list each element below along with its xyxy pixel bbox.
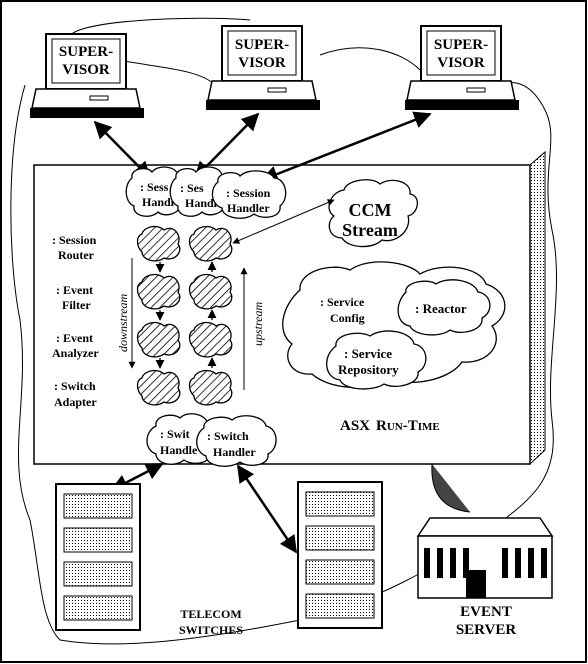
module-event-filter-label-2: Filter <box>62 298 91 312</box>
server-vent-2 <box>450 548 456 578</box>
supervisor-right-label-1: SUPER- <box>434 37 488 53</box>
supervisor-left-label-2: VISOR <box>62 62 110 78</box>
telecom-switch-left <box>55 483 141 631</box>
session-handler-a-label-1: : Sess <box>140 180 169 194</box>
server-vent-7 <box>515 548 521 578</box>
event-server-label-1: EVENT <box>460 604 512 620</box>
service-config-label-2: Config <box>330 311 365 325</box>
session-handler-a: : Sess Handl <box>125 166 188 217</box>
session-handler-b-label-1: : Ses <box>180 181 204 195</box>
service-repository-label-2: Repository <box>338 362 399 377</box>
session-handler-a-label-2: Handl <box>142 195 175 209</box>
session-handler-c-label-2: Handler <box>227 201 270 215</box>
service-config-label-1: : Service <box>320 295 365 309</box>
switch-handler-b-label-1: : Switch <box>207 429 249 443</box>
event-server: EVENT SERVER <box>416 517 554 638</box>
event-server-label-2: SERVER <box>456 622 516 638</box>
server-vent-3 <box>463 548 469 578</box>
switch-left-drawer-2 <box>63 561 133 587</box>
server-cable <box>431 463 471 513</box>
session-handler-c-label-1: : Session <box>226 186 271 200</box>
service-repository-label-1: : Service <box>344 346 392 361</box>
supervisor-right-label-2: VISOR <box>437 55 485 71</box>
telecom-switch-right <box>297 481 383 629</box>
supervisor-middle-label-1: SUPER- <box>235 37 289 53</box>
reactor-label: : Reactor <box>415 301 467 316</box>
server-vent-6 <box>502 548 508 578</box>
telecom-switches-label-1: TELECOM <box>180 607 241 621</box>
switch-left-drawer-3 <box>63 595 133 621</box>
supervisor-left-label-1: SUPER- <box>59 44 113 60</box>
module-session-router-label-1: : Session <box>52 233 97 247</box>
switch-left-drawer-1 <box>63 527 133 553</box>
stream-task-1-0 <box>136 273 181 310</box>
module-switch-adapter-label-1: : Switch <box>54 379 96 393</box>
supervisor-right: SUPER- VISOR <box>405 25 519 110</box>
arrow-switch-right <box>236 464 298 554</box>
switch-right-drawer-1 <box>305 525 375 551</box>
stream-task-3-0 <box>136 369 181 406</box>
switch-right-drawer-0 <box>305 491 375 517</box>
runtime-box-shadow <box>529 150 546 466</box>
switch-handler-a-label-2: Handle <box>160 443 198 457</box>
stream-task-2-1 <box>188 321 233 358</box>
arrow-supervisor-right <box>260 111 432 183</box>
server-vent-9 <box>541 548 547 578</box>
arrow-stream-ccm <box>232 199 335 244</box>
module-event-analyzer-label-1: : Event <box>56 331 93 345</box>
switch-right-drawer-3 <box>305 593 375 619</box>
server-vent-0 <box>424 548 430 578</box>
service-repository: : Service Repository <box>326 330 427 390</box>
supervisor-middle-label-2: VISOR <box>238 55 286 71</box>
server-vent-8 <box>528 548 534 578</box>
stream-task-2-0 <box>136 321 181 358</box>
stream-task-3-1 <box>188 369 233 406</box>
telecom-switches-label-2: SWITCHES <box>179 623 243 637</box>
module-event-filter-label-1: : Event <box>56 283 93 297</box>
session-handler-b-label-2: Handl <box>185 196 218 210</box>
stream-task-1-1 <box>188 273 233 310</box>
module-switch-adapter-label-2: Adapter <box>54 395 97 409</box>
server-vent-1 <box>437 548 443 578</box>
switch-right-drawer-2 <box>305 559 375 585</box>
supervisor-left: SUPER- VISOR <box>30 33 144 118</box>
switch-handler-a-label-1: : Swit <box>160 427 190 441</box>
ccm-stream-label-2: Stream <box>342 220 398 240</box>
switch-left-drawer-0 <box>63 493 133 519</box>
stream-task-0-0 <box>136 225 181 262</box>
supervisor-middle: SUPER- VISOR <box>206 25 320 110</box>
session-handler-c: : Session Handler <box>211 170 287 219</box>
switch-handler-b: : Switch Handler <box>196 415 277 467</box>
ccm-stream-label-1: CCM <box>349 200 392 220</box>
reactor: : Reactor <box>397 279 491 336</box>
stream-modules <box>136 225 233 406</box>
switch-handler-b-label-2: Handler <box>213 445 256 459</box>
module-session-router-label-2: Router <box>58 248 95 262</box>
upstream-label: upstream <box>251 301 265 346</box>
module-event-analyzer-label-2: Analyzer <box>52 346 99 360</box>
stream-task-0-1 <box>188 225 233 262</box>
downstream-label: downstream <box>116 293 130 352</box>
